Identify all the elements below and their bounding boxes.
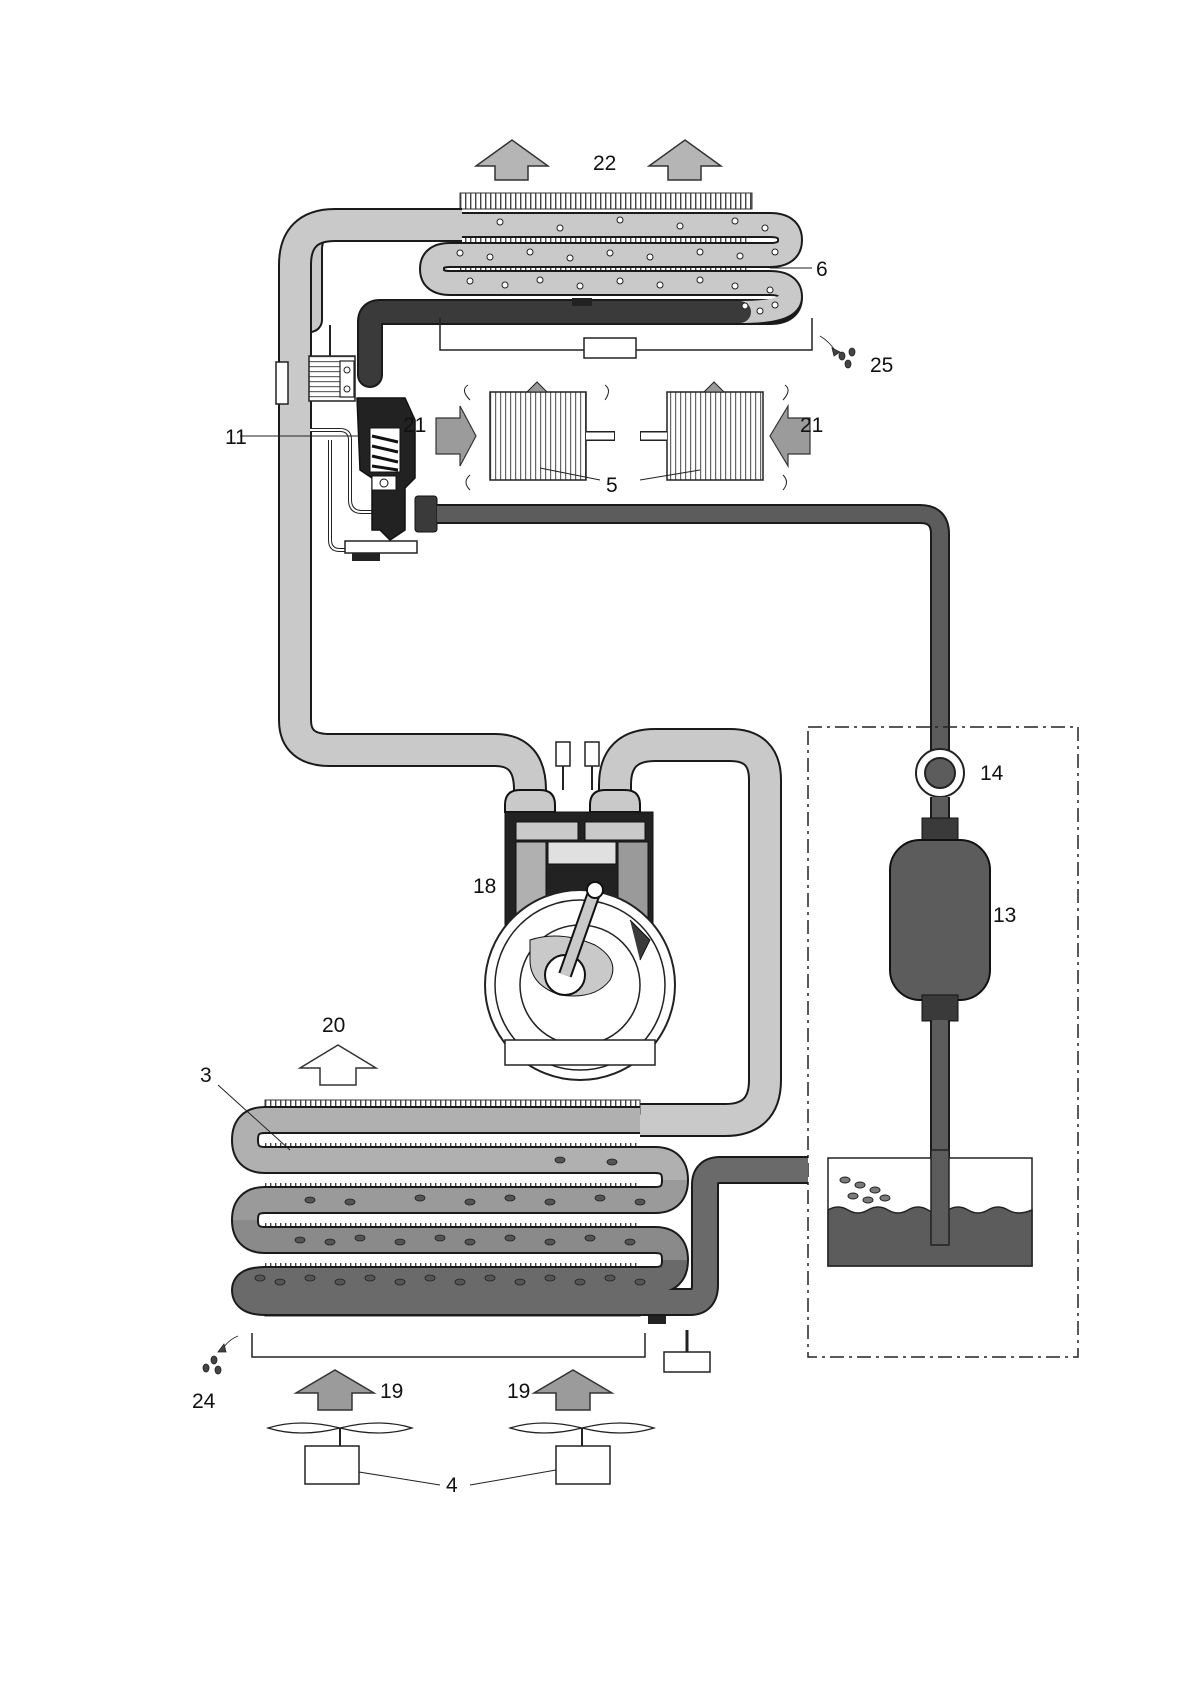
compressor <box>485 742 675 1080</box>
label-4: 4 <box>446 1474 458 1497</box>
air-out-arrow-20 <box>300 1045 376 1085</box>
label-6: 6 <box>816 258 828 281</box>
lower-fan-right <box>510 1423 654 1484</box>
label-3: 3 <box>200 1064 212 1087</box>
expansion-valve <box>240 325 437 561</box>
lower-heat-exchanger <box>245 1100 808 1372</box>
leader-4-left <box>359 1472 440 1485</box>
lower-coil-pass1 <box>245 1120 675 1180</box>
air-out-arrow-right <box>649 140 721 180</box>
air-in-arrow-left <box>436 406 476 466</box>
filter-drier <box>890 818 990 1021</box>
label-13: 13 <box>993 904 1016 927</box>
label-5: 5 <box>606 474 618 497</box>
condenser-fins-top <box>460 193 752 209</box>
label-21-left: 21 <box>403 414 426 437</box>
liquid-line <box>437 514 940 753</box>
label-19-left: 19 <box>380 1380 403 1403</box>
label-21-right: 21 <box>800 414 823 437</box>
label-24: 24 <box>192 1390 216 1413</box>
label-11: 11 <box>225 426 247 449</box>
lower-drip-tray <box>252 1333 645 1357</box>
air-out-arrow-left <box>476 140 548 180</box>
valve-bracket <box>345 541 417 553</box>
fan-left <box>464 382 615 490</box>
condenser-sensor <box>572 298 592 306</box>
air-in-arrow-19-right <box>534 1370 612 1410</box>
sight-glass <box>916 749 964 797</box>
drip-25 <box>820 336 855 368</box>
drip-24 <box>203 1336 238 1374</box>
lower-drain <box>664 1352 710 1372</box>
receiver-tank <box>828 1150 1032 1266</box>
condenser-outlet-liquid <box>370 312 740 375</box>
air-in-arrow-19-left <box>296 1370 374 1410</box>
label-14: 14 <box>980 762 1004 785</box>
leader-4-right <box>470 1470 556 1485</box>
label-19-right: 19 <box>507 1380 530 1403</box>
liquid-line-fill <box>437 514 940 753</box>
condenser-fans <box>464 382 788 490</box>
fan-right <box>640 382 788 490</box>
label-25: 25 <box>870 354 893 377</box>
lower-fan-left <box>268 1423 412 1484</box>
label-20: 20 <box>322 1014 345 1037</box>
label-18: 18 <box>473 875 496 898</box>
compressor-head-right <box>590 790 640 812</box>
compressor-head-left <box>505 790 555 812</box>
label-22: 22 <box>593 152 616 175</box>
valve-outlet-nut <box>415 496 437 532</box>
condenser-drain <box>584 338 636 358</box>
